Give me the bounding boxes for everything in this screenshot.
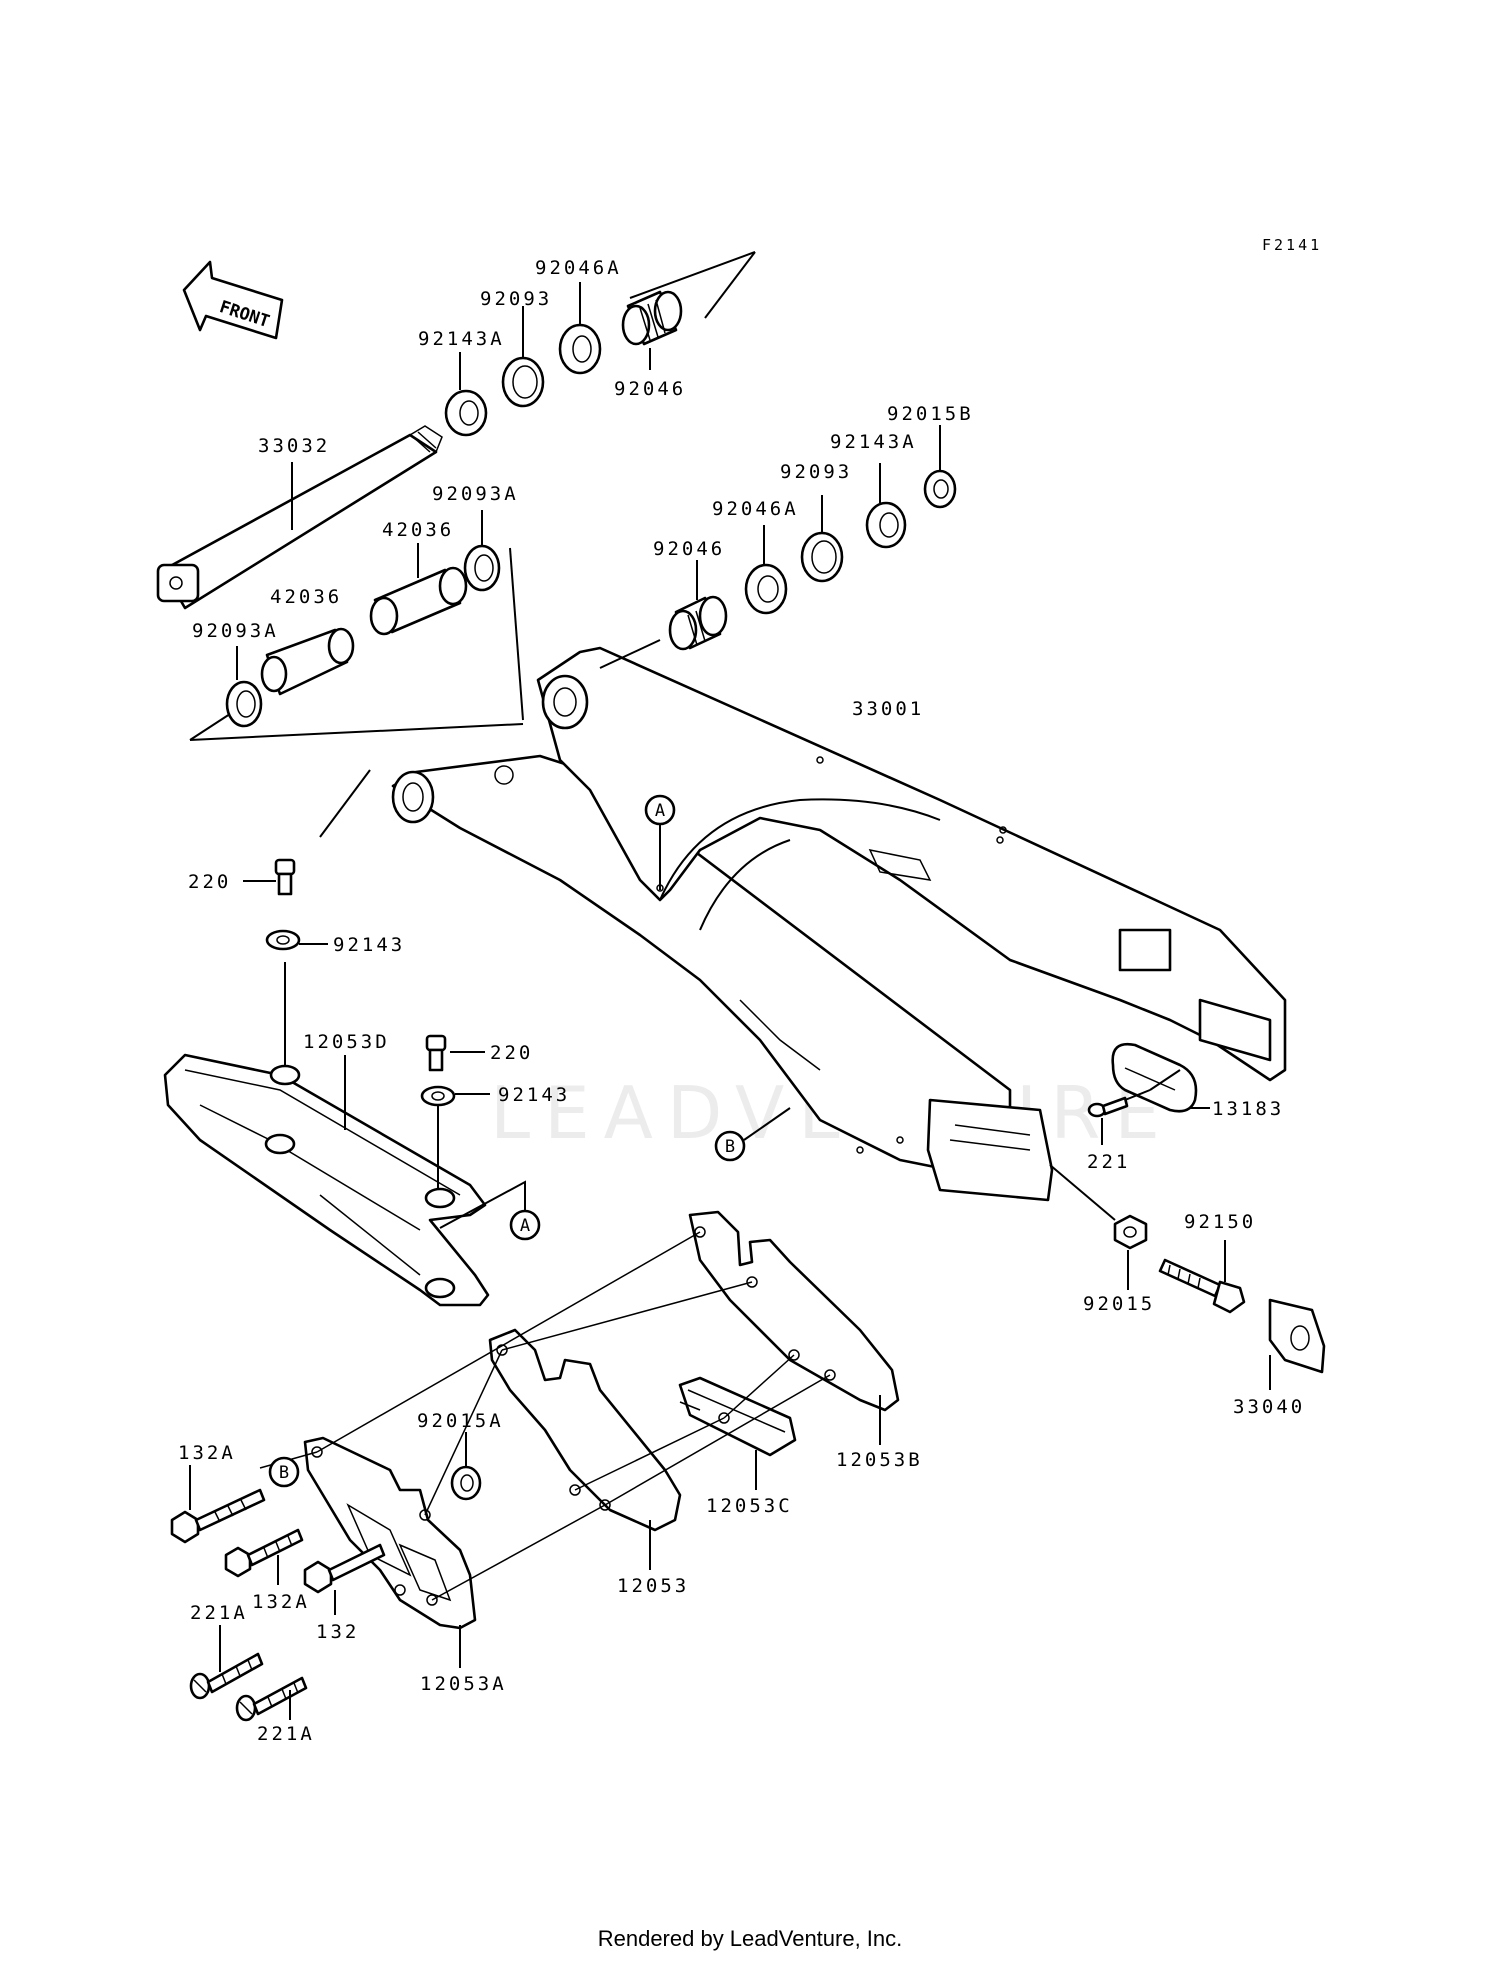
label-42036-upper: 42036 [382,519,454,541]
label-132A-lower: 132A [252,1591,310,1613]
label-12053D: 12053D [303,1031,390,1053]
label-33001: 33001 [852,698,924,720]
label-92150: 92150 [1184,1211,1256,1233]
washer-92143-left [265,929,328,1065]
part-labels: 92046A 92093 92143A 92046 33032 92015B 9… [178,257,1305,1745]
screw-221A-upper [189,1625,264,1700]
label-13183: 13183 [1212,1098,1284,1120]
label-33032: 33032 [258,435,330,457]
plate-13183 [1111,1042,1210,1113]
collar-42036-lower [260,627,355,696]
seal-92093A-lower [225,646,263,728]
credit-footer: Rendered by LeadVenture, Inc. [597,1926,903,1951]
label-220-mid: 220 [490,1042,533,1064]
label-92143A-right: 92143A [830,431,917,453]
bearing-92046-top [621,290,683,370]
label-92046A-top: 92046A [535,257,622,279]
spacer-92093-top [501,306,545,408]
swingarm-33001 [391,646,1287,1202]
bearing-92046A-top [558,282,602,375]
bearing-92046A-right [744,525,788,615]
slider-block-12053C [678,1376,797,1490]
label-92093-right: 92093 [780,461,852,483]
label-92143A-top: 92143A [418,328,505,350]
label-221A-upper: 221A [190,1602,248,1624]
label-33040: 33040 [1233,1396,1305,1418]
callout-B-swingarm: B [714,1107,791,1162]
nut-92015B [923,425,957,509]
label-221A-lower: 221A [257,1723,315,1745]
screw-221 [1087,1089,1151,1145]
label-92046A-right: 92046A [712,498,799,520]
label-12053C: 12053C [706,1495,793,1517]
bolt-132A-upper [170,1465,266,1544]
collar-92143A-top [444,352,488,437]
chain-guide-12053B [688,1210,900,1445]
label-92015A: 92015A [417,1410,504,1432]
collar-42036-upper [369,543,468,636]
collar-92143A-right [865,463,907,549]
bolt-132 [303,1543,386,1615]
callout-A-upper: A [644,794,676,890]
callout-B-plate: B [268,1456,300,1488]
label-92015: 92015 [1083,1293,1155,1315]
assembly-guide-lines [259,1231,831,1601]
spacer-92093-right [800,495,844,583]
label-132: 132 [316,1621,359,1643]
svg-text:A: A [655,801,665,821]
chain-slider-12053D [163,1053,490,1307]
bolt-132A-lower [224,1528,304,1585]
label-92093A-upper: 92093A [432,483,519,505]
label-92046-top: 92046 [614,378,686,400]
pivot-shaft-33032 [156,425,443,610]
label-12053B: 12053B [836,1449,923,1471]
label-92093-top: 92093 [480,288,552,310]
label-12053A: 12053A [420,1673,507,1695]
label-132A-upper: 132A [178,1442,236,1464]
front-arrow-icon: FRONT [182,260,284,340]
chain-guide-12053 [488,1328,682,1570]
chain-block-33040 [1268,1298,1326,1390]
label-12053: 12053 [617,1575,689,1597]
label-220-left: 220 [188,871,231,893]
bolt-92150 [1158,1240,1246,1314]
svg-text:B: B [725,1137,735,1157]
label-92093A-lower: 92093A [192,620,279,642]
label-92046-right: 92046 [653,538,725,560]
pivot-guide-lines [189,251,756,838]
label-92015B: 92015B [887,403,974,425]
nut-92015 [1049,1164,1148,1290]
bearing-92046-right [668,560,728,651]
bolt-220-mid [425,1034,485,1072]
diagram-code: F2141 [1262,236,1322,254]
svg-text:B: B [279,1463,289,1483]
label-42036-lower: 42036 [270,586,342,608]
callout-A-lower: A [509,1209,541,1241]
label-221: 221 [1087,1151,1130,1173]
label-92143-left: 92143 [333,934,405,956]
screw-221A-lower [235,1676,308,1722]
label-92143-mid: 92143 [498,1084,570,1106]
seal-92093A-upper [463,510,501,592]
guide-plate-12053A [303,1436,477,1668]
svg-text:A: A [520,1216,530,1236]
bolt-220-left [243,858,296,896]
nut-92015A [450,1432,482,1501]
washer-92143-mid [420,1085,490,1190]
